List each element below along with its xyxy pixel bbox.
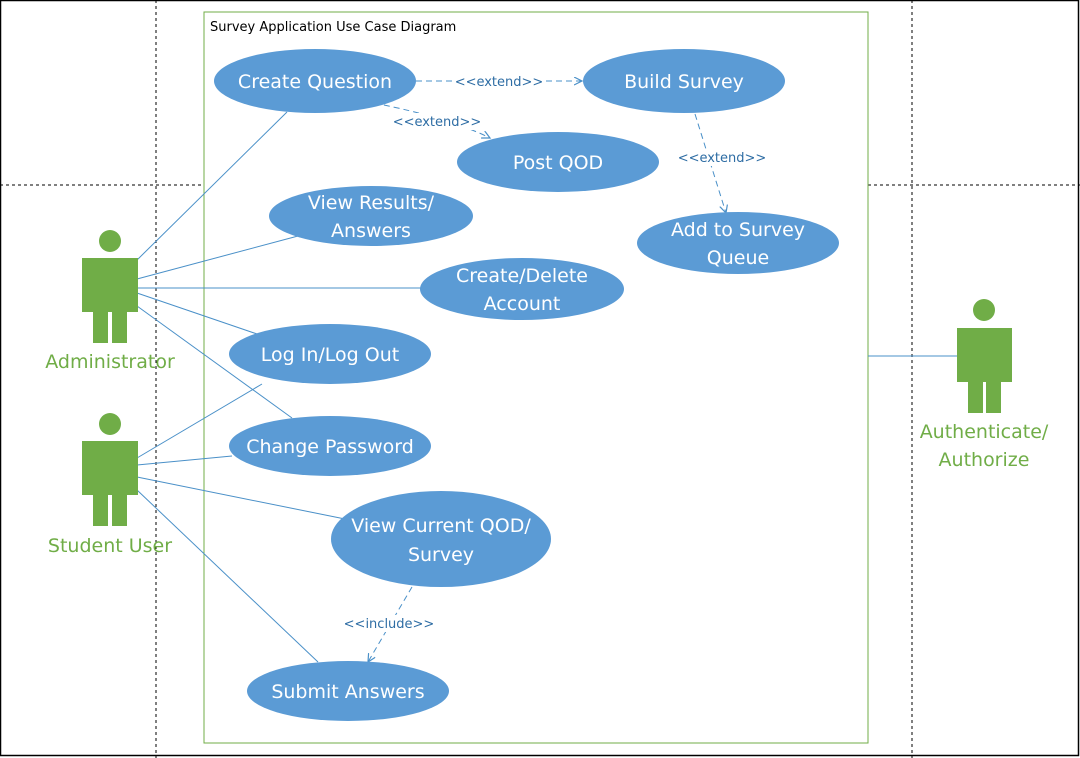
- actor-authenticate-authorize-figure[interactable]: [957, 299, 1012, 413]
- use-case-submit-answers[interactable]: Submit Answers: [247, 661, 449, 721]
- use-case-label: Create Question: [238, 71, 392, 93]
- assoc-admin-view-results: [136, 235, 299, 280]
- use-case-view-results[interactable]: View Results/ Answers: [269, 186, 473, 246]
- use-case-create-question[interactable]: Create Question: [214, 49, 416, 113]
- use-case-label: Build Survey: [624, 71, 744, 93]
- actor-authorize-label: Authorize: [939, 449, 1030, 471]
- extend-line-post-qod: [373, 102, 490, 138]
- use-case-label: Post QOD: [513, 152, 603, 174]
- use-case-label-line2: Queue: [707, 247, 769, 269]
- use-case-label: Submit Answers: [271, 681, 424, 703]
- use-case-label-line2: Account: [484, 293, 561, 315]
- assoc-admin-create-question: [134, 111, 288, 263]
- use-case-login-logout[interactable]: Log In/Log Out: [229, 324, 431, 384]
- use-case-build-survey[interactable]: Build Survey: [583, 49, 785, 113]
- assoc-admin-login: [136, 292, 261, 336]
- relation-label-extend-queue: <<extend>>: [678, 151, 767, 166]
- relation-label-extend-build: <<extend>>: [455, 75, 544, 90]
- assoc-student-view-current: [136, 476, 346, 520]
- assoc-admin-change-password: [136, 305, 293, 419]
- associations: [134, 111, 957, 663]
- assoc-student-submit: [136, 489, 319, 663]
- use-case-label: Change Password: [246, 436, 414, 458]
- use-case-label: Create/Delete: [456, 265, 588, 287]
- use-case-post-qod[interactable]: Post QOD: [457, 132, 659, 192]
- use-case-label: Log In/Log Out: [261, 344, 399, 366]
- use-case-view-current-qod-survey[interactable]: View Current QOD/ Survey: [331, 491, 551, 587]
- use-case-label-line2: Survey: [408, 544, 474, 566]
- use-case-label-line2: Answers: [331, 220, 411, 242]
- use-case-create-delete-account[interactable]: Create/Delete Account: [420, 258, 624, 320]
- rel-label-bg-2: [391, 113, 483, 130]
- actor-administrator-label: Administrator: [45, 351, 175, 373]
- rel-label-bg-1: [453, 73, 545, 90]
- actor-student-user-figure[interactable]: [82, 413, 138, 526]
- rel-label-bg-4: [341, 615, 437, 632]
- diagram-title: Survey Application Use Case Diagram: [210, 20, 456, 35]
- use-case-change-password[interactable]: Change Password: [229, 416, 431, 476]
- use-case-label: View Results/: [308, 192, 435, 214]
- use-case-label: Add to Survey: [671, 219, 805, 241]
- actor-student-user-label: Student User: [48, 535, 172, 557]
- actor-authenticate-label: Authenticate/: [920, 421, 1049, 443]
- assoc-student-login: [136, 383, 263, 459]
- assoc-student-change-password: [136, 455, 233, 466]
- use-case-add-to-survey-queue[interactable]: Add to Survey Queue: [637, 212, 839, 274]
- relation-label-extend-post: <<extend>>: [393, 115, 482, 130]
- relation-label-include-submit: <<include>>: [344, 617, 435, 632]
- actor-administrator-figure[interactable]: [82, 230, 138, 343]
- rel-label-bg-3: [676, 149, 768, 166]
- use-case-label: View Current QOD/: [351, 515, 531, 537]
